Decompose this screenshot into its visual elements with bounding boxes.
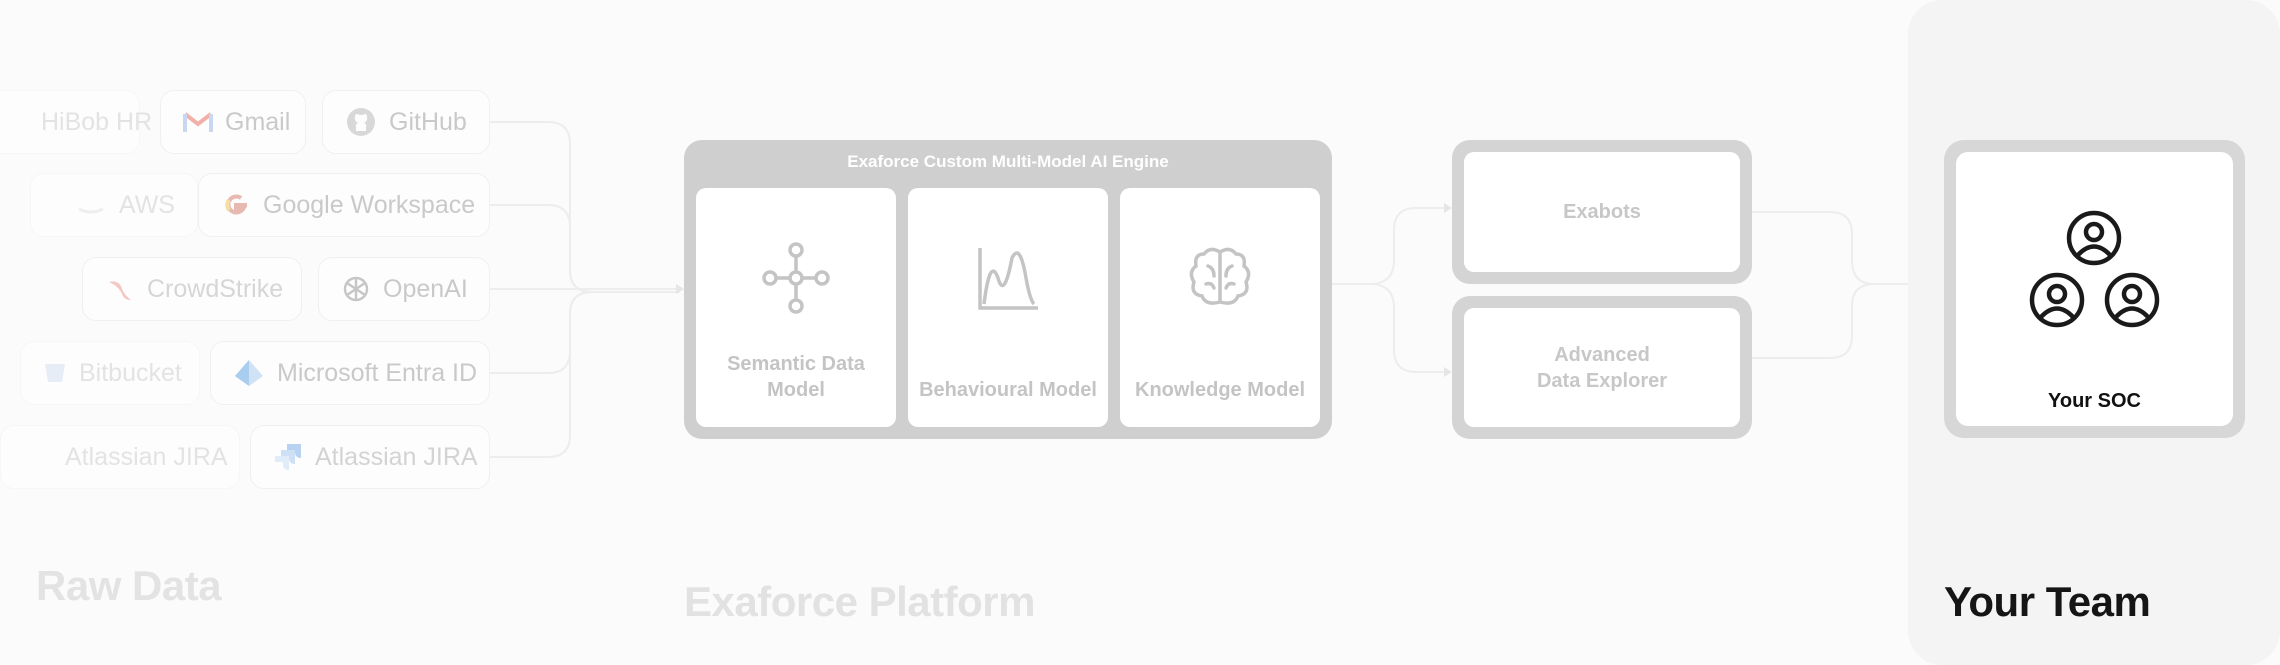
aws-icon bbox=[75, 189, 107, 221]
source-pill: Gmail bbox=[160, 90, 306, 154]
connector-line bbox=[1332, 283, 1450, 373]
exabots-label: Exabots bbox=[1464, 152, 1740, 272]
engine-title: Exaforce Custom Multi-Model AI Engine bbox=[847, 152, 1169, 171]
source-pill: CrowdStrike bbox=[82, 257, 302, 321]
source-label: HiBob HR bbox=[41, 107, 153, 136]
source-label: Atlassian JIRA bbox=[315, 442, 478, 471]
arrow-head bbox=[1444, 203, 1452, 213]
source-label: OpenAI bbox=[383, 274, 468, 303]
source-pill: Atlassian JIRA bbox=[250, 425, 490, 489]
source-pill: Google Workspace bbox=[198, 173, 490, 237]
team-users-icon bbox=[2029, 210, 2160, 328]
connector-line bbox=[490, 204, 593, 293]
advanced-data-explorer-label: Advanced Data Explorer bbox=[1464, 308, 1740, 427]
semantic-data-model-card: Semantic Data Model bbox=[696, 188, 896, 427]
source-label: Bitbucket bbox=[79, 358, 182, 387]
source-label: Atlassian JIRA bbox=[65, 442, 228, 471]
github-icon bbox=[345, 106, 377, 138]
knowledge-model-card: Knowledge Model bbox=[1120, 188, 1320, 427]
crowdstrike-icon bbox=[105, 273, 135, 305]
exabots-box: Exabots bbox=[1452, 140, 1752, 284]
arrow-head bbox=[676, 284, 684, 294]
connector-line bbox=[490, 121, 680, 293]
source-pill: Bitbucket bbox=[20, 341, 200, 405]
brain-icon bbox=[1189, 247, 1251, 305]
connector-line bbox=[1752, 283, 1875, 359]
source-label: GitHub bbox=[389, 107, 467, 136]
connector-line bbox=[1752, 211, 1942, 285]
source-label: Gmail bbox=[225, 107, 291, 136]
source-pill: Microsoft Entra ID bbox=[210, 341, 490, 405]
connector-line bbox=[490, 291, 593, 458]
platform-title: Exaforce Platform bbox=[684, 578, 1035, 625]
google-icon bbox=[221, 189, 251, 221]
bitbucket-icon bbox=[43, 357, 67, 389]
raw-data-title: Raw Data bbox=[36, 562, 222, 609]
model-label: Knowledge Model bbox=[1135, 379, 1305, 401]
source-pill: HiBob HR bbox=[0, 90, 152, 154]
model-label: Behavioural Model bbox=[919, 379, 1097, 401]
your-soc-label: Your SOC bbox=[2048, 390, 2141, 412]
source-pill: AWS bbox=[30, 173, 198, 237]
entra-icon bbox=[233, 357, 265, 389]
connector-line bbox=[490, 291, 593, 374]
ai-engine-panel: Exaforce Custom Multi-Model AI Engine Se… bbox=[684, 140, 1332, 439]
arrow-head bbox=[1444, 367, 1452, 377]
jira-icon bbox=[273, 441, 303, 473]
behavioural-model-card: Behavioural Model bbox=[908, 188, 1108, 427]
openai-icon bbox=[341, 273, 371, 305]
advanced-data-explorer-box: Advanced Data Explorer bbox=[1452, 296, 1752, 439]
gmail-icon bbox=[183, 106, 213, 138]
team-title: Your Team bbox=[1944, 578, 2151, 625]
distribution-chart-icon bbox=[978, 248, 1038, 310]
source-label: Microsoft Entra ID bbox=[277, 358, 478, 387]
source-pill: GitHub bbox=[322, 90, 490, 154]
model-label: Semantic Data Model bbox=[727, 353, 865, 401]
source-label: Google Workspace bbox=[263, 190, 476, 219]
your-soc-card: Your SOC bbox=[1944, 140, 2245, 438]
source-label: CrowdStrike bbox=[147, 274, 284, 303]
graph-network-icon bbox=[762, 242, 830, 314]
source-label: AWS bbox=[118, 190, 175, 219]
source-pill: Atlassian JIRA bbox=[0, 425, 240, 489]
connector-line bbox=[1332, 207, 1450, 285]
source-pill: OpenAI bbox=[318, 257, 490, 321]
